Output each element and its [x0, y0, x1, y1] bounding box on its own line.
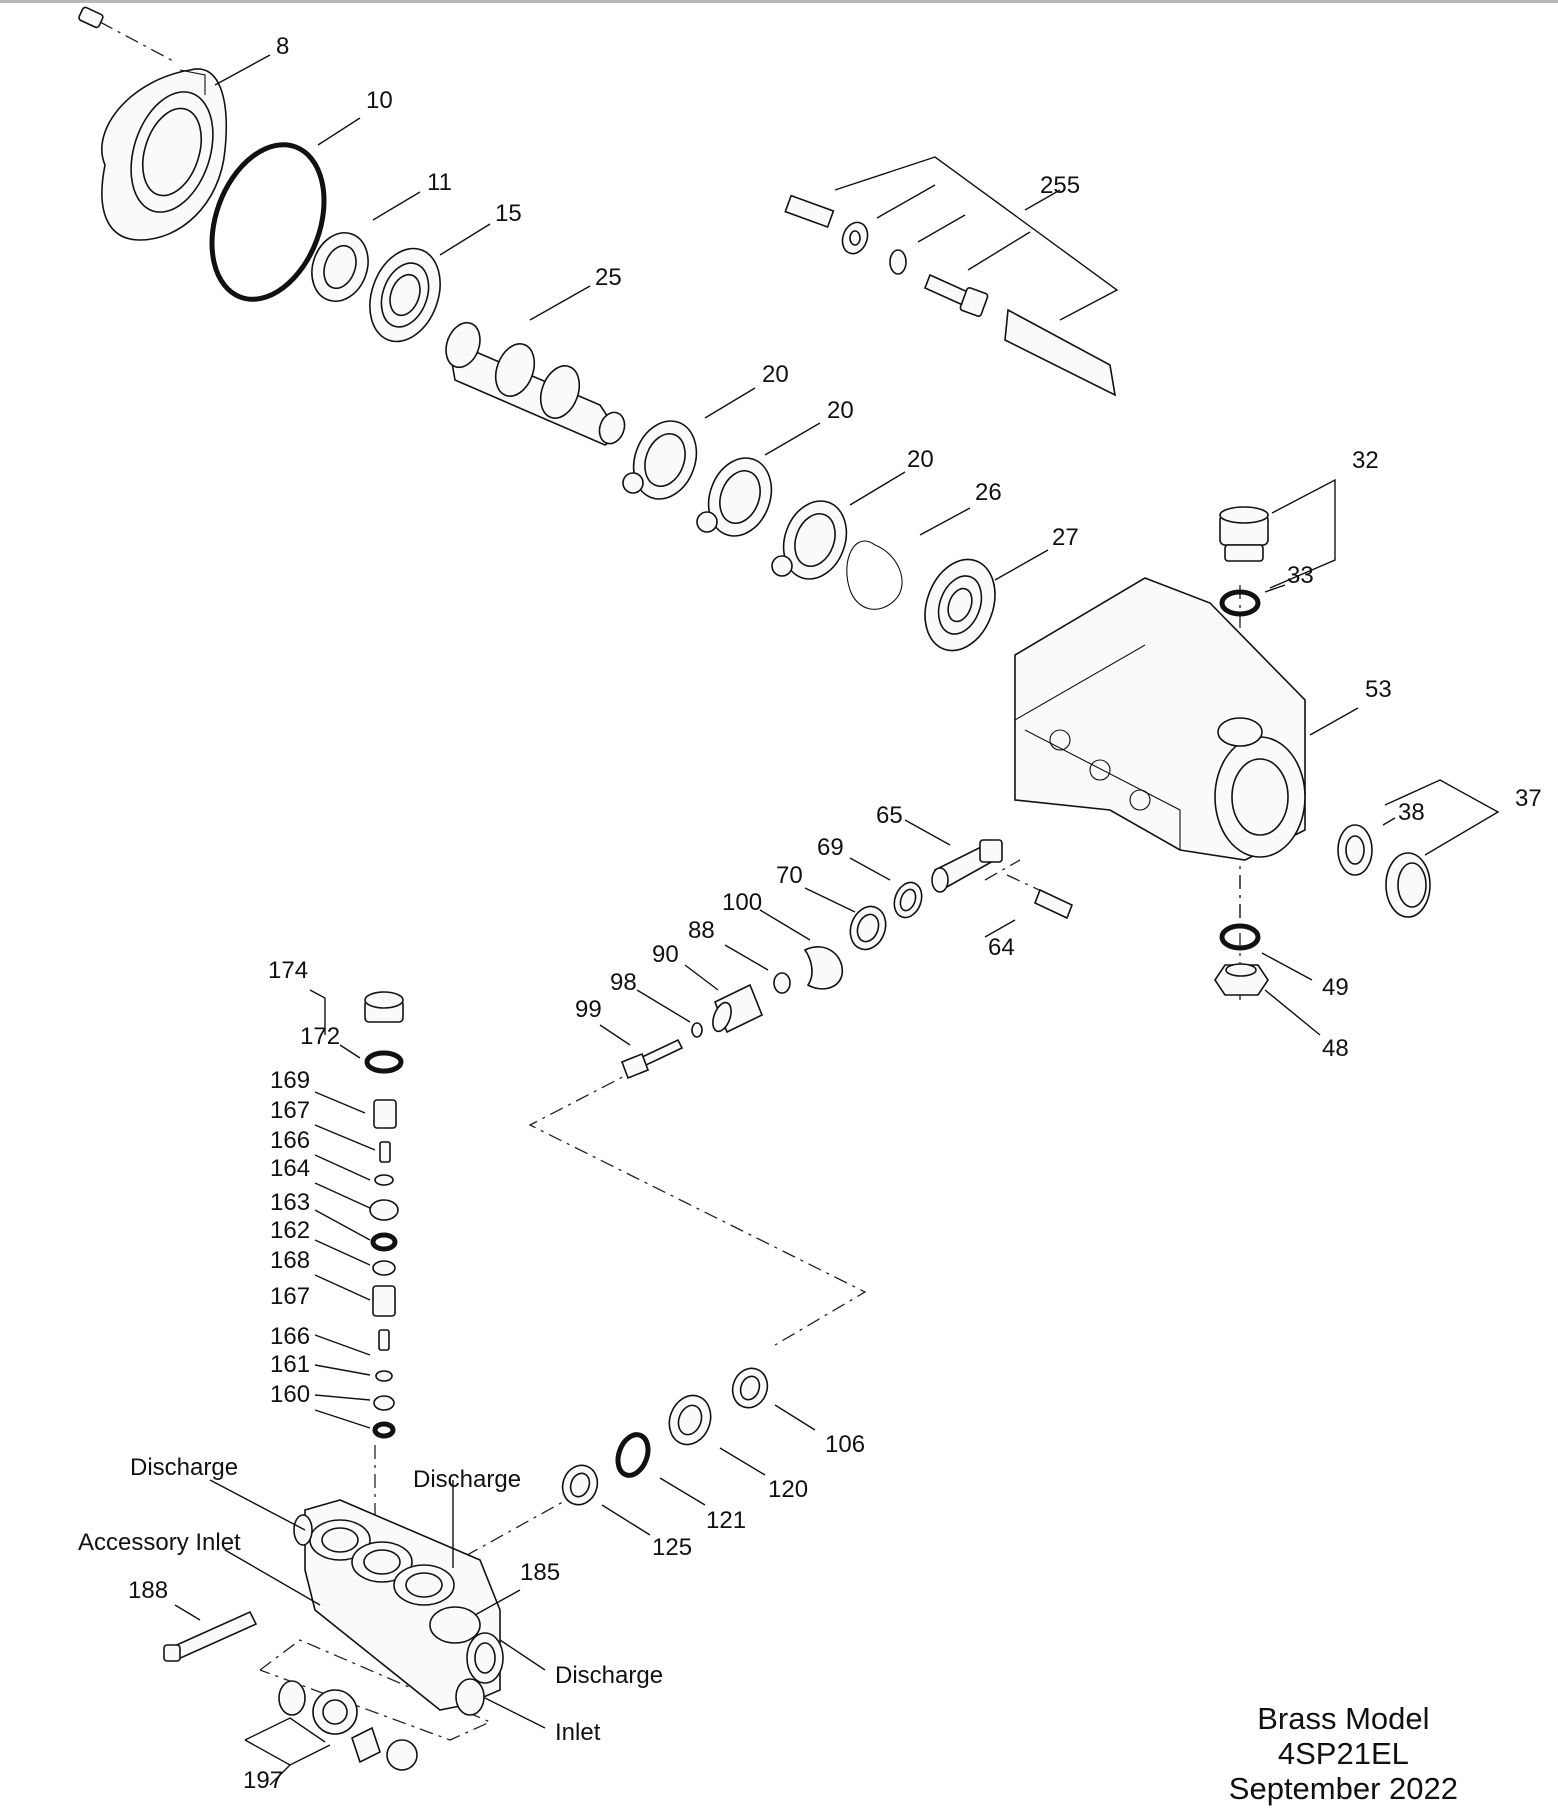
callout-121: 121	[706, 1507, 746, 1534]
label-discharge-right: Discharge	[555, 1662, 663, 1689]
callout-numbers: 8 10 11 15 25 20 20 20 26 27 255 32 33 5…	[128, 33, 1542, 1794]
callout-106: 106	[825, 1431, 865, 1458]
part-53-crankcase	[1014, 577, 1306, 861]
part-15-bearing	[369, 247, 441, 343]
label-discharge-left: Discharge	[130, 1454, 238, 1481]
callout-64: 64	[988, 934, 1015, 961]
model-line-2: 4SP21EL	[1277, 1736, 1409, 1771]
callout-20-b: 20	[827, 397, 854, 424]
callout-188: 188	[128, 1577, 168, 1604]
callout-100: 100	[722, 889, 762, 916]
port-labels: Discharge Discharge Accessory Inlet Disc…	[78, 1454, 663, 1746]
part-197-kit	[278, 1680, 418, 1771]
callout-48: 48	[1322, 1035, 1349, 1062]
callout-167-a: 167	[270, 1097, 310, 1124]
leader-lines	[174, 54, 1500, 1786]
callout-11: 11	[427, 169, 452, 196]
part-8-bearing-cover	[78, 6, 228, 241]
top-border	[0, 0, 1558, 3]
callout-38: 38	[1398, 799, 1425, 826]
callout-49: 49	[1322, 974, 1349, 1001]
label-discharge-mid: Discharge	[413, 1466, 521, 1493]
part-64-pin	[1033, 888, 1074, 920]
callout-172: 172	[300, 1023, 340, 1050]
model-line-3: September 2022	[1228, 1771, 1458, 1806]
callout-26: 26	[975, 479, 1002, 506]
callout-164: 164	[270, 1155, 310, 1182]
callout-160: 160	[270, 1381, 310, 1408]
callout-167-b: 167	[270, 1283, 310, 1310]
model-info-block: Brass Model 4SP21EL September 2022	[1229, 1701, 1458, 1806]
callout-166-b: 166	[270, 1323, 310, 1350]
callout-99: 99	[575, 996, 602, 1023]
label-inlet: Inlet	[555, 1719, 601, 1746]
part-32-33-plug	[1219, 506, 1269, 617]
callout-120: 120	[768, 1476, 808, 1503]
part-11-seal	[311, 232, 369, 302]
callout-88: 88	[688, 917, 715, 944]
callout-168: 168	[270, 1247, 310, 1274]
model-line-1: Brass Model	[1257, 1701, 1430, 1736]
callout-162: 162	[270, 1217, 310, 1244]
callout-169: 169	[270, 1067, 310, 1094]
callout-163: 163	[270, 1189, 310, 1216]
callout-53: 53	[1365, 676, 1392, 703]
part-65-plunger-rod	[931, 839, 1003, 893]
callout-90: 90	[652, 941, 679, 968]
part-10-o-ring	[209, 142, 327, 302]
part-27-bearing	[924, 558, 996, 652]
part-48-49-drain-plug	[1214, 923, 1269, 996]
callout-185: 185	[520, 1559, 560, 1586]
part-69-70-100-seals	[803, 881, 923, 990]
callout-70: 70	[776, 862, 803, 889]
callout-25: 25	[595, 264, 622, 291]
callout-255: 255	[1040, 172, 1080, 199]
assembly-lines	[99, 21, 1241, 1741]
callout-27: 27	[1052, 524, 1079, 551]
callout-161: 161	[270, 1351, 310, 1378]
callout-197: 197	[243, 1767, 283, 1794]
callout-166-a: 166	[270, 1127, 310, 1154]
part-88-90-98-99-plunger	[620, 972, 791, 1080]
callout-20-c: 20	[907, 446, 934, 473]
callout-98: 98	[610, 969, 637, 996]
callout-15: 15	[495, 200, 522, 227]
part-26-retaining-ring	[846, 540, 903, 610]
callout-125: 125	[652, 1534, 692, 1561]
callout-20-a: 20	[762, 361, 789, 388]
part-manifold	[163, 1499, 504, 1716]
callout-32: 32	[1352, 447, 1379, 474]
callout-10: 10	[366, 87, 393, 114]
callout-174: 174	[268, 957, 308, 984]
part-37-38-plug	[1337, 824, 1431, 918]
callout-33: 33	[1287, 562, 1314, 589]
part-255-kit	[784, 194, 1117, 397]
part-20-connecting-rods	[622, 420, 848, 580]
callout-69: 69	[817, 834, 844, 861]
callout-65: 65	[876, 802, 903, 829]
part-valve-stack	[364, 991, 404, 1439]
callout-37: 37	[1515, 785, 1542, 812]
part-25-crankshaft	[445, 321, 626, 446]
label-accessory-inlet: Accessory Inlet	[78, 1529, 241, 1556]
part-manifold-seals	[561, 1367, 769, 1506]
callout-8: 8	[276, 33, 289, 60]
